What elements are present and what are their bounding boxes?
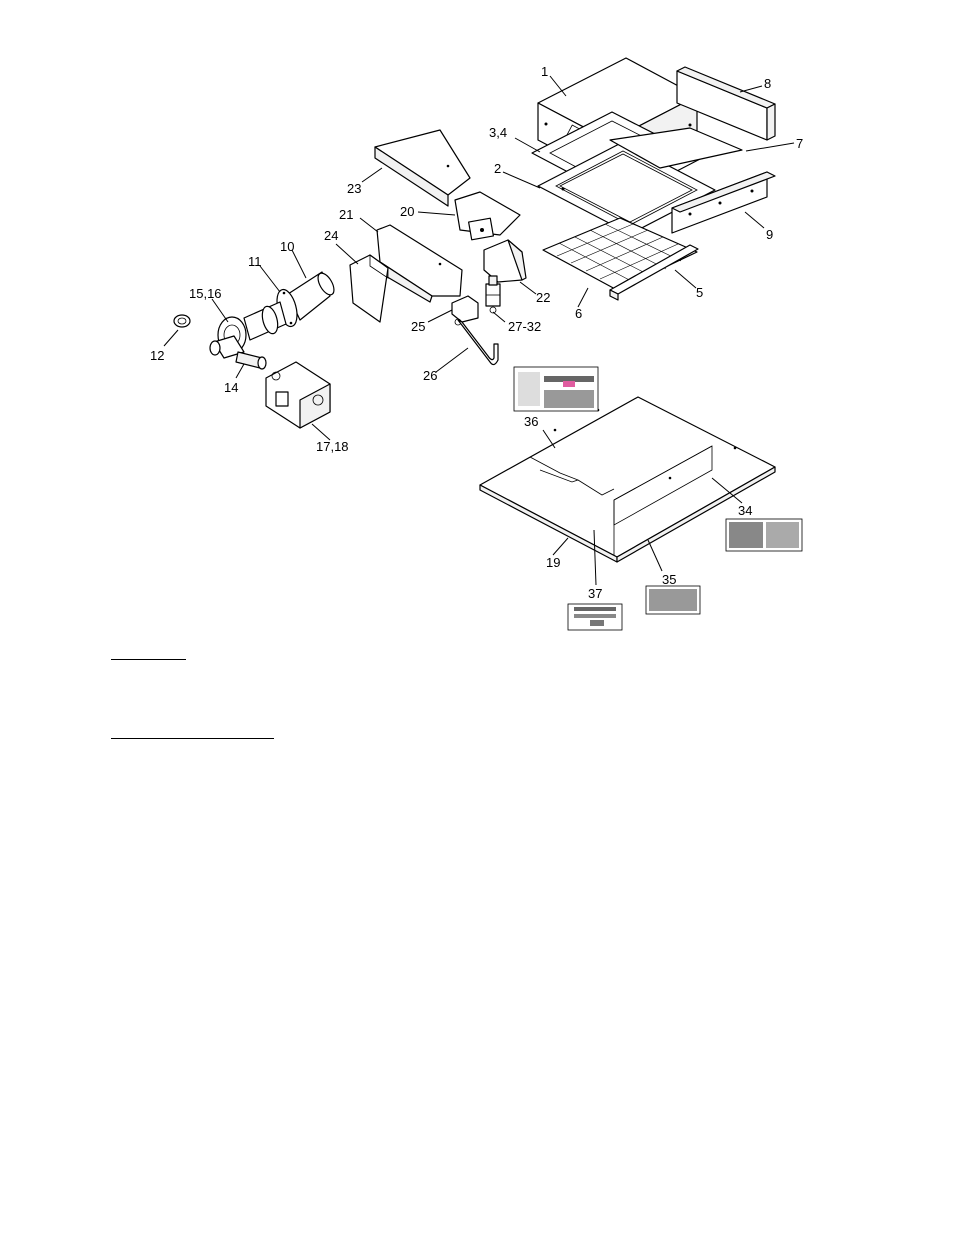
callout-24: 24 (324, 228, 338, 243)
callout-11: 11 (248, 254, 262, 269)
label-35 (645, 585, 701, 615)
part-22-bracket (483, 239, 527, 283)
callout-26: 26 (423, 368, 437, 383)
callout-23: 23 (347, 181, 361, 196)
part-26-rod (457, 319, 499, 366)
callout-9: 9 (766, 227, 773, 242)
part-8-side-rail (676, 66, 776, 141)
callout-15-16: 15,16 (189, 286, 222, 301)
callout-22: 22 (536, 290, 550, 305)
heading-underline-1 (111, 659, 186, 660)
callout-3-4: 3,4 (489, 125, 507, 140)
part-17-18-gas-valve (265, 361, 331, 429)
part-20-bracket (454, 191, 521, 241)
part-9-side-rail (671, 171, 776, 234)
callout-17-18: 17,18 (316, 439, 349, 454)
callout-34: 34 (738, 503, 752, 518)
part-2-frame (537, 141, 716, 235)
callout-21: 21 (339, 207, 353, 222)
part-21-bracket (371, 224, 463, 303)
callout-37: 37 (588, 586, 602, 601)
callout-12: 12 (150, 348, 164, 363)
callout-25: 25 (411, 319, 425, 334)
part-14-pipe (209, 335, 267, 370)
callout-5: 5 (696, 285, 703, 300)
part-27-32-valve-assembly (485, 275, 501, 314)
part-5-rail (609, 244, 699, 301)
callout-19: 19 (546, 555, 560, 570)
callout-35: 35 (662, 572, 676, 587)
callout-14: 14 (224, 380, 238, 395)
leader-lines (163, 75, 795, 586)
part-7-plate (609, 127, 743, 169)
callouts: 1 8 3,4 7 2 23 20 21 9 24 10 11 5 22 15,… (150, 64, 803, 601)
label-36 (513, 366, 599, 412)
label-34 (725, 518, 803, 552)
callout-8: 8 (764, 76, 771, 91)
callout-36: 36 (524, 414, 538, 429)
heading-underline-2 (111, 738, 274, 739)
callout-20: 20 (400, 204, 414, 219)
callout-2: 2 (494, 161, 501, 176)
callout-1: 1 (541, 64, 548, 79)
callout-10: 10 (280, 239, 294, 254)
callout-27-32: 27-32 (508, 319, 541, 334)
part-24-panel (349, 254, 389, 323)
part-19-tray (479, 396, 776, 563)
part-10-burner-tube (287, 271, 335, 321)
part-23-top-cover (374, 129, 471, 207)
label-37 (567, 603, 623, 631)
callout-7: 7 (796, 136, 803, 151)
part-25-block (451, 295, 479, 326)
part-6-screen (542, 217, 698, 291)
part-12-cap (173, 314, 191, 328)
callout-6: 6 (575, 306, 582, 321)
